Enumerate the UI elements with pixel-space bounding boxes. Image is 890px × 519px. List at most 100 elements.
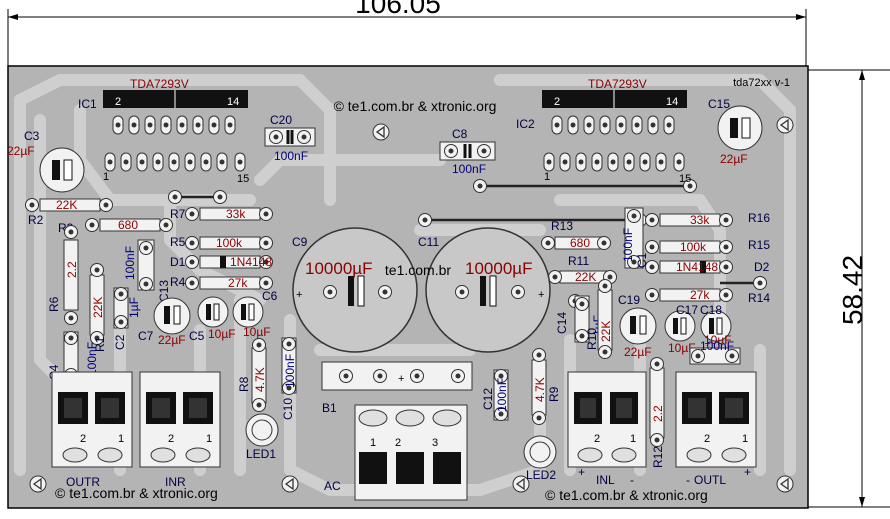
svg-text:2: 2 xyxy=(594,433,600,445)
led1: LED1 xyxy=(245,413,279,461)
copyright-center: te1.com.br xyxy=(385,262,451,278)
b1-bridge: B1 + xyxy=(321,361,473,415)
svg-text:100k: 100k xyxy=(680,240,707,254)
svg-text:R10: R10 xyxy=(585,328,599,350)
svg-text:R2: R2 xyxy=(28,213,44,227)
svg-text:27k: 27k xyxy=(690,288,710,302)
copyright-bottom-right: © te1.com.br & xtronic.org xyxy=(545,487,708,503)
outr-label: OUTR xyxy=(66,475,100,489)
svg-text:22µF: 22µF xyxy=(720,152,748,166)
c17-capacitor: C17 10µF xyxy=(664,303,698,355)
svg-text:4.7K: 4.7K xyxy=(533,377,547,402)
svg-text:C10: C10 xyxy=(281,398,295,420)
svg-text:1: 1 xyxy=(630,433,636,445)
svg-text:C15: C15 xyxy=(708,97,730,111)
svg-text:2.2: 2.2 xyxy=(651,405,665,422)
svg-text:R5: R5 xyxy=(170,235,186,249)
horizontal-resistors: 22K R2 680 R3 33k R7 100k R5 1N4148 D1 2… xyxy=(25,198,770,305)
svg-text:680: 680 xyxy=(118,218,138,232)
svg-text:100nF: 100nF xyxy=(700,339,734,353)
svg-text:33k: 33k xyxy=(226,207,246,221)
c2-capacitor: 1µF C2 xyxy=(113,287,141,350)
svg-text:C8: C8 xyxy=(452,127,468,141)
height-dimension: 58.42 xyxy=(808,69,890,508)
c12-capacitor: 100nF C12 xyxy=(481,369,509,421)
svg-text:C9: C9 xyxy=(292,235,308,249)
svg-text:15: 15 xyxy=(237,173,249,185)
terminal-block-inl: 2 1 xyxy=(567,371,647,468)
svg-text:R12: R12 xyxy=(651,446,665,468)
r1-resistor: 22K R1 xyxy=(89,263,107,352)
terminal-block-inr: 2 1 xyxy=(139,371,221,468)
terminal-block-outr: 2 1 xyxy=(51,371,133,468)
r12-resistor: 2.2 R12 xyxy=(649,357,665,468)
svg-text:C7: C7 xyxy=(138,329,154,343)
svg-text:100nF: 100nF xyxy=(85,342,99,376)
c8-capacitor: C8 100nF xyxy=(439,127,496,176)
svg-text:C1: C1 xyxy=(635,252,649,268)
svg-text:15: 15 xyxy=(679,173,691,185)
svg-text:+: + xyxy=(296,289,302,301)
svg-text:R13: R13 xyxy=(551,219,573,233)
svg-text:C13: C13 xyxy=(157,280,171,302)
inl-label: INL xyxy=(596,473,615,487)
led2: LED2 xyxy=(523,435,557,482)
svg-text:C5: C5 xyxy=(189,329,205,343)
svg-text:R1: R1 xyxy=(93,336,107,352)
width-value: 106.05 xyxy=(355,0,441,19)
inr-label: INR xyxy=(165,475,186,489)
svg-text:C11: C11 xyxy=(418,235,439,249)
svg-text:-: - xyxy=(630,473,634,487)
svg-text:10µF: 10µF xyxy=(208,327,236,341)
svg-text:R14: R14 xyxy=(748,291,770,305)
svg-text:R6: R6 xyxy=(47,296,61,312)
svg-text:2: 2 xyxy=(704,433,710,445)
c3-capacitor: C3 22µF xyxy=(7,129,85,193)
svg-text:LED2: LED2 xyxy=(526,468,556,482)
c11-capacitor: + C11 10000µF xyxy=(418,227,551,353)
svg-text:22K: 22K xyxy=(91,297,105,318)
svg-text:2: 2 xyxy=(115,96,121,108)
svg-text:R8: R8 xyxy=(237,376,251,392)
svg-text:100nF: 100nF xyxy=(495,378,509,412)
svg-text:1: 1 xyxy=(544,171,550,183)
svg-text:100nF: 100nF xyxy=(452,162,486,176)
ic1-tda7293v: 2 14 TDA7293V IC1 1 15 xyxy=(78,77,249,185)
svg-text:3: 3 xyxy=(432,437,438,449)
svg-text:R16: R16 xyxy=(748,211,770,225)
svg-text:10µF: 10µF xyxy=(243,325,271,339)
svg-text:D2: D2 xyxy=(754,260,770,274)
svg-text:10000µF: 10000µF xyxy=(305,259,372,278)
c10-capacitor: 100nF C10 xyxy=(281,337,297,420)
svg-text:14: 14 xyxy=(227,96,239,108)
svg-text:+: + xyxy=(398,373,404,385)
svg-text:LED1: LED1 xyxy=(246,447,276,461)
r8-resistor: 4.7K R8 xyxy=(237,338,267,412)
svg-text:100k: 100k xyxy=(216,236,243,250)
svg-text:1N4148: 1N4148 xyxy=(230,255,272,269)
ic2-ref: IC2 xyxy=(516,117,535,131)
c13-capacitor: 100nF C13 xyxy=(123,239,171,302)
svg-text:C2: C2 xyxy=(113,334,127,350)
svg-text:R4: R4 xyxy=(170,275,186,289)
c6-capacitor: C6 10µF xyxy=(232,289,278,339)
c18-capacitor: C18 10µF xyxy=(700,303,732,347)
svg-text:2.2: 2.2 xyxy=(65,261,79,278)
c19-capacitor: C19 22µF xyxy=(618,293,657,359)
svg-text:2: 2 xyxy=(554,96,560,108)
svg-text:1: 1 xyxy=(118,433,124,445)
outl-label: OUTL xyxy=(694,473,726,487)
svg-text:22K: 22K xyxy=(56,198,77,212)
svg-text:R11: R11 xyxy=(568,254,589,268)
svg-text:22µF: 22µF xyxy=(158,333,186,347)
svg-text:10µF: 10µF xyxy=(704,333,732,347)
svg-text:B1: B1 xyxy=(322,401,337,415)
svg-text:22µF: 22µF xyxy=(7,144,35,158)
r10-resistor: 22K R10 xyxy=(585,279,613,359)
svg-text:1N4148: 1N4148 xyxy=(676,260,718,274)
svg-text:10µF: 10µF xyxy=(668,341,696,355)
svg-text:C17: C17 xyxy=(676,303,698,317)
svg-text:100nF: 100nF xyxy=(283,354,297,388)
svg-text:R7: R7 xyxy=(170,207,186,221)
